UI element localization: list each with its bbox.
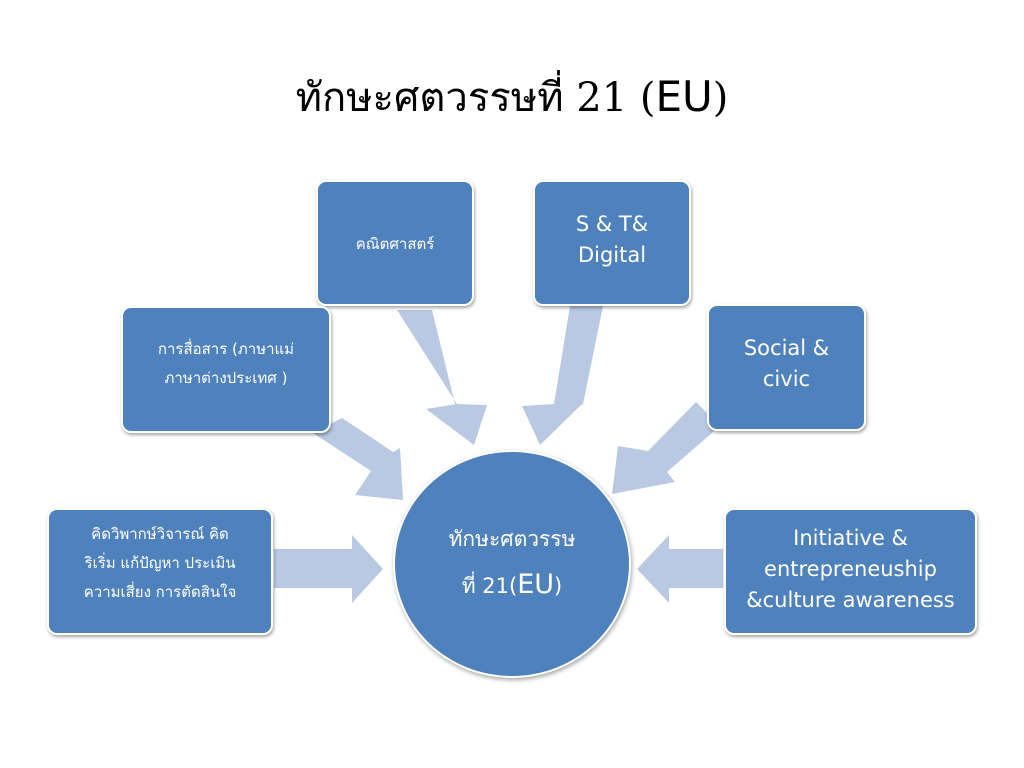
node-st-digital: S & T& Digital: [533, 180, 691, 306]
node-initiative-line-1: Initiative &: [793, 526, 908, 550]
center-node-line-2-eu: EU: [517, 569, 555, 600]
node-initiative-line-2: entrepreneuship: [764, 557, 937, 581]
slide-title-eu: EU: [655, 72, 713, 121]
center-node-line-1: ทักษะศตวรรษ: [448, 527, 576, 551]
center-node-line-2-prefix: ที่ 21(: [461, 574, 518, 598]
node-math-line-1: คณิตศาสตร์: [355, 235, 435, 253]
slide-title-text: ทักษะศตวรรษที่ 21 (: [295, 75, 656, 121]
arrow-st-to-center: [522, 306, 603, 445]
slide-title-close: ): [712, 75, 729, 121]
node-st-digital-line-2: Digital: [577, 243, 647, 267]
center-node-line-2-close: ): [554, 574, 563, 598]
node-math: คณิตศาสตร์: [316, 180, 474, 306]
node-initiative-line-3: &culture awareness: [746, 588, 955, 612]
node-social-civic-line-1: Social &: [743, 336, 830, 360]
arrow-critical-to-center: [274, 535, 383, 603]
arrow-social-to-center: [612, 402, 720, 494]
center-node-line-2: ที่ 21(EU): [462, 562, 562, 609]
node-critical-thinking-line-1: คิดวิพากษ์วิจารณ์ คิด: [91, 525, 229, 543]
node-critical-thinking: คิดวิพากษ์วิจารณ์ คิด ริเริ่ม แก้ปัญหา ป…: [47, 508, 273, 635]
node-critical-thinking-line-3: ความเสี่ยง การตัดสินใจ: [83, 583, 237, 601]
node-initiative: Initiative & entrepreneuship &culture aw…: [724, 508, 977, 635]
slide-title: ทักษะศตวรรษที่ 21 (EU): [0, 62, 1024, 132]
arrow-initiative-to-center: [637, 535, 723, 603]
node-communication-line-2: ภาษาต่างประเทศ ): [164, 369, 288, 387]
node-communication: การสื่อสาร (ภาษาแม่ ภาษาต่างประเทศ ): [121, 306, 331, 433]
node-critical-thinking-line-2: ริเริ่ม แก้ปัญหา ประเมิน: [84, 554, 236, 572]
node-st-digital-line-1: S & T&: [575, 212, 649, 236]
arrow-communication-to-center: [313, 418, 403, 500]
node-social-civic: Social & civic: [707, 304, 866, 431]
center-node: ทักษะศตวรรษ ที่ 21(EU): [393, 450, 631, 678]
arrow-math-to-center: [397, 310, 487, 445]
node-communication-line-1: การสื่อสาร (ภาษาแม่: [157, 340, 295, 358]
node-social-civic-line-2: civic: [762, 367, 811, 391]
